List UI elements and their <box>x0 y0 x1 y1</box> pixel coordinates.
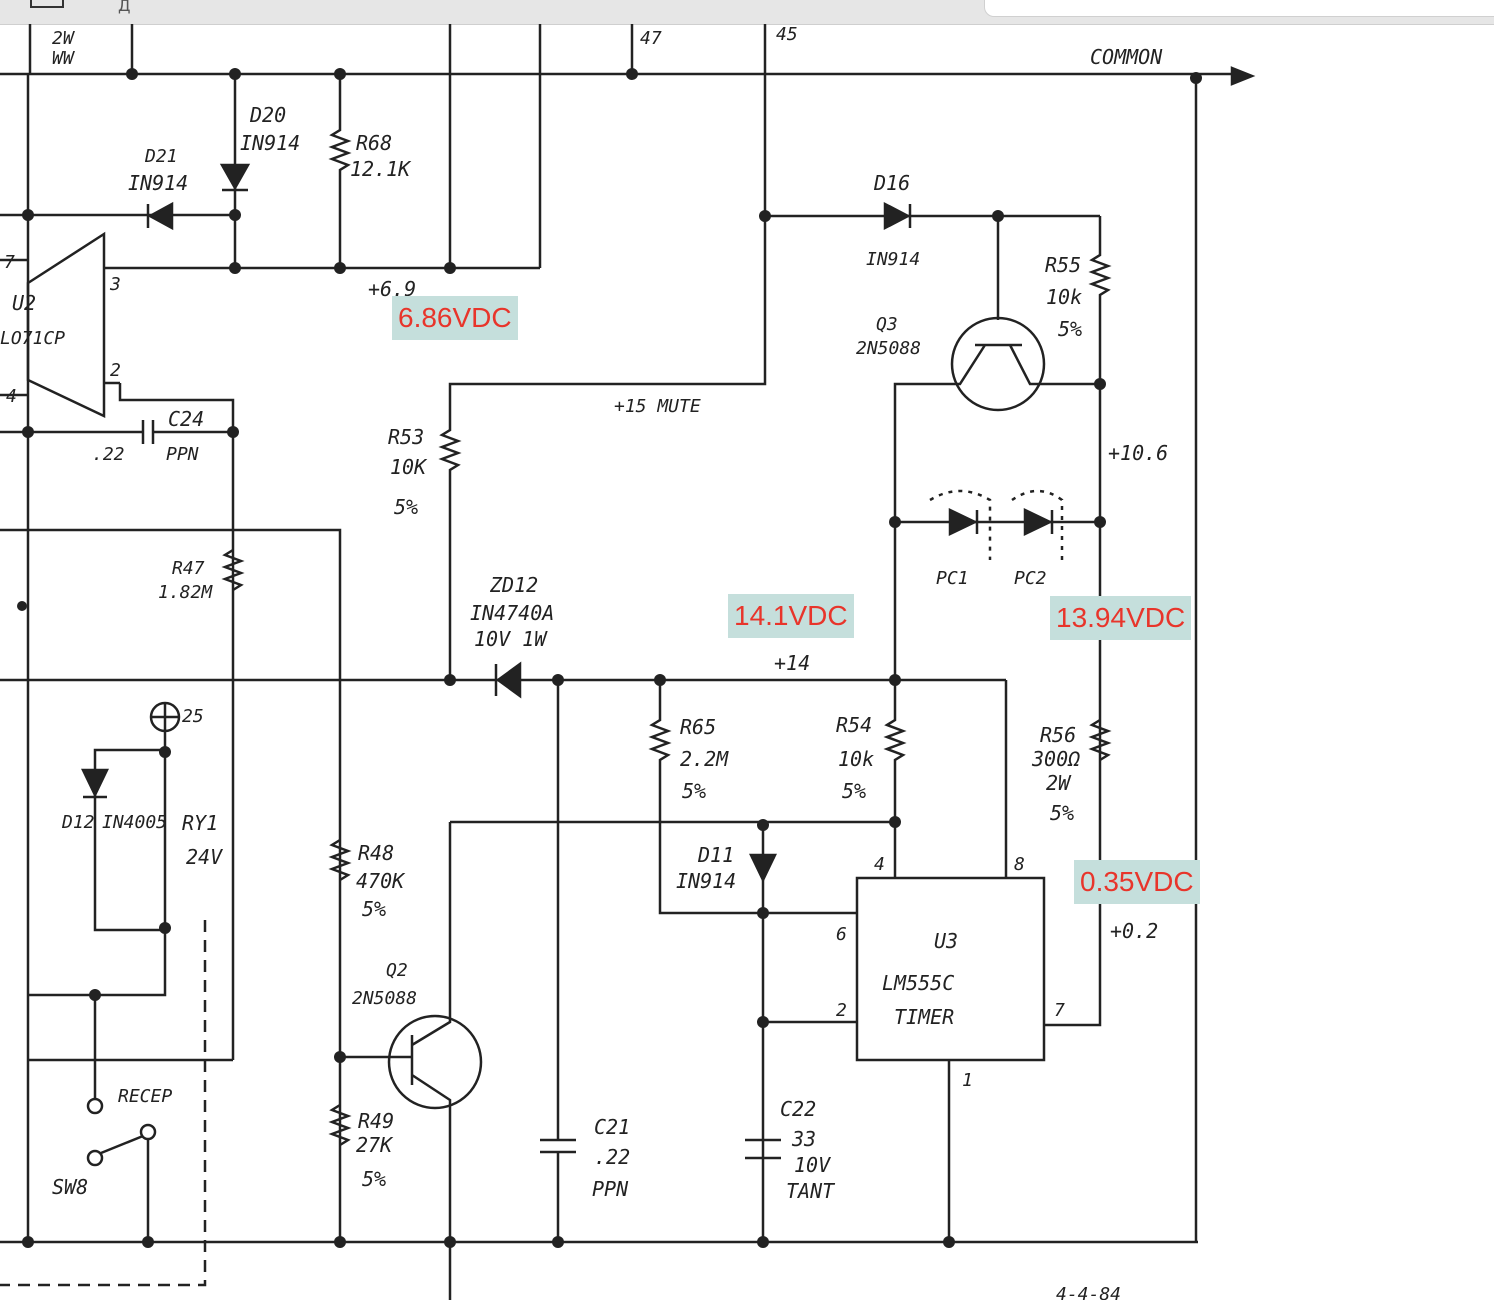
d11-value: IN914 <box>676 869 736 893</box>
date-label: 4-4-84 <box>1056 1284 1121 1300</box>
voltage-annotation-14-1[interactable]: 14.1VDC <box>728 594 854 638</box>
u2-label: U2 <box>12 291 36 315</box>
ry1-value: 24V <box>186 845 223 869</box>
r65-tol: 5% <box>682 779 706 803</box>
r55-tol: 5% <box>1058 317 1082 341</box>
u3-label: U3 <box>934 929 958 953</box>
u3-type: TIMER <box>894 1005 954 1029</box>
v02-label: +0.2 <box>1110 919 1158 943</box>
r53-tol: 5% <box>394 495 418 519</box>
u2-value: LO71CP <box>0 328 65 349</box>
zd12-value: IN4740A <box>470 601 554 625</box>
ww2-label: WW <box>52 48 76 69</box>
r56-watt: 2W <box>1046 771 1072 795</box>
r48-tol: 5% <box>362 897 386 921</box>
u3-pin1: 1 <box>962 1070 973 1091</box>
r68-label: R68 <box>356 131 392 155</box>
q3-label: Q3 <box>876 314 898 335</box>
ww-label: 2W <box>52 28 76 49</box>
label-47: 47 <box>640 28 662 49</box>
pin4-u2: 4 <box>6 386 17 407</box>
d12-label: D12 <box>61 812 95 833</box>
c21-type: PPN <box>592 1177 629 1201</box>
c24-cap: .22 <box>92 444 125 465</box>
r53-label: R53 <box>388 425 424 449</box>
c24-type: PPN <box>166 444 199 465</box>
c22-label: C22 <box>780 1097 816 1121</box>
pin2-u2: 2 <box>110 360 121 381</box>
c22-volt: 10V <box>794 1153 831 1177</box>
sw8-label: SW8 <box>52 1175 88 1199</box>
pc2-label: PC2 <box>1014 568 1047 589</box>
c21-label: C21 <box>594 1115 630 1139</box>
zd12-label: ZD12 <box>489 573 538 597</box>
r56-label: R56 <box>1040 723 1076 747</box>
common-label: COMMON <box>1090 45 1163 69</box>
r56-tol: 5% <box>1050 801 1074 825</box>
u3-pin7: 7 <box>1054 1000 1065 1021</box>
d21-value: IN914 <box>128 171 188 195</box>
r65-value: 2.2M <box>680 747 729 771</box>
q2-value: 2N5088 <box>352 988 417 1009</box>
q2-label: Q2 <box>386 960 408 981</box>
r55-label: R55 <box>1045 253 1081 277</box>
v14-label: +14 <box>774 651 810 675</box>
voltage-annotation-13-94[interactable]: 13.94VDC <box>1050 596 1192 640</box>
u3-value: LM555C <box>882 971 954 995</box>
d21-label: D21 <box>144 146 178 167</box>
r49-value: 27K <box>356 1133 394 1157</box>
mute-label: +15 MUTE <box>614 396 701 417</box>
pin3-u2: 3 <box>109 274 121 295</box>
u3-pin8: 8 <box>1014 854 1025 875</box>
u3-pin2: 2 <box>836 1000 847 1021</box>
r47-label: R47 <box>172 558 205 579</box>
r65-label: R65 <box>680 715 716 739</box>
c24-label: C24 <box>168 407 204 431</box>
r55-value: 10k <box>1046 285 1082 309</box>
q3-value: 2N5088 <box>856 338 921 359</box>
c21-value: .22 <box>594 1145 630 1169</box>
d16-label: D16 <box>873 171 910 195</box>
r54-label: R54 <box>836 713 872 737</box>
square-icon[interactable] <box>30 0 64 8</box>
r54-tol: 5% <box>842 779 866 803</box>
c22-type: TANT <box>786 1179 836 1203</box>
label-45: 45 <box>776 24 798 45</box>
d20-value: IN914 <box>240 131 300 155</box>
r49-tol: 5% <box>362 1167 386 1191</box>
r53-value: 10K <box>390 455 428 479</box>
side-panel-edge <box>984 0 1494 17</box>
r48-label: R48 <box>358 841 394 865</box>
recep-label: RECEP <box>118 1086 172 1107</box>
pc1-label: PC1 <box>936 568 969 589</box>
u3-pin6: 6 <box>836 924 847 945</box>
c22-value: 33 <box>791 1127 816 1151</box>
r68-value: 12.1K <box>350 157 412 181</box>
d20-label: D20 <box>249 103 286 127</box>
voltage-annotation-6-86[interactable]: 6.86VDC <box>392 296 518 340</box>
zd12-rating: 10V 1W <box>474 627 548 651</box>
r54-value: 10k <box>838 747 874 771</box>
ry1-label: RY1 <box>182 811 218 835</box>
r48-value: 470K <box>356 869 406 893</box>
r47-value: 1.82M <box>158 582 213 603</box>
d12-value: IN4005 <box>102 812 167 833</box>
label-25: 25 <box>182 706 204 727</box>
v106-label: +10.6 <box>1108 441 1168 465</box>
text-icon[interactable]: Д <box>118 0 131 15</box>
d11-label: D11 <box>697 843 734 867</box>
voltage-annotation-0-35[interactable]: 0.35VDC <box>1074 860 1200 904</box>
r49-label: R49 <box>358 1109 394 1133</box>
d16-value: IN914 <box>866 249 920 270</box>
pin7-u2: 7 <box>4 252 15 273</box>
r56-value: 300Ω <box>1031 747 1080 771</box>
u3-pin4: 4 <box>874 854 885 875</box>
